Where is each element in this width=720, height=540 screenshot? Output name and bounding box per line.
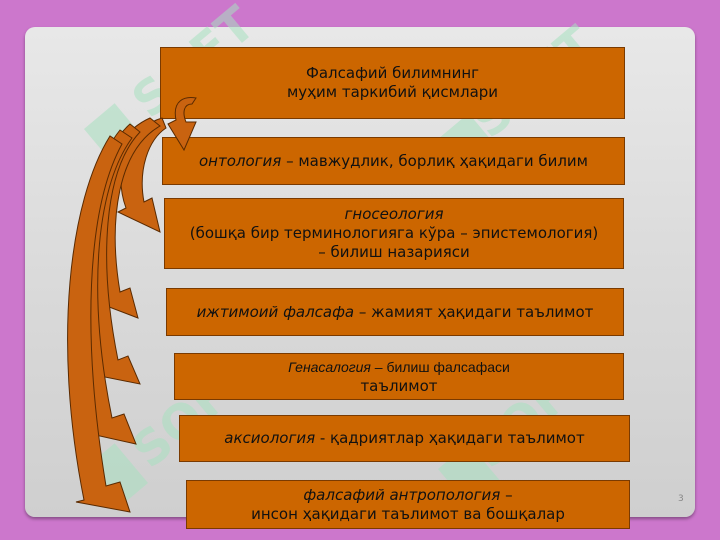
item-desc: – билиш фалсафаси	[370, 358, 510, 375]
item-social-philosophy: ижтимоий фалсафа – жамият ҳақидаги таъли…	[166, 288, 624, 336]
item-desc: (бошқа бир терминологияга кўра – эпистем…	[189, 224, 599, 242]
title-line-1: Фалсафий билимнинг	[305, 64, 480, 82]
item-axiology: аксиология - қадриятлар ҳақидаги таълимо…	[179, 415, 630, 462]
arrow-to-ontology	[167, 97, 197, 152]
page-number: 3	[678, 494, 684, 504]
item-term: гносеология	[344, 205, 444, 223]
item-desc: – билиш назарияси	[318, 243, 470, 261]
item-anthropology: фалсафий антропология – инсон ҳақидаги т…	[186, 480, 630, 529]
item-term: аксиология	[224, 429, 316, 447]
item-term: онтология	[198, 151, 282, 170]
item-desc: - қадриятлар ҳақидаги таълимот	[315, 429, 585, 447]
item-desc: таълимот	[360, 376, 438, 395]
item-desc: инсон ҳақидаги таълимот ва бошқалар	[251, 504, 565, 523]
item-desc: – жамият ҳақидаги таълимот	[354, 302, 594, 321]
item-term: ижтимоий фалсафа	[196, 302, 355, 321]
title-box: Фалсафий билимнинг муҳим таркибий қисмла…	[160, 47, 625, 119]
item-genasalogy: Генасалогия – билиш фалсафаси таълимот	[174, 353, 624, 400]
item-desc: –	[500, 485, 513, 504]
item-gnoseology: гносеология (бошқа бир терминологияга кў…	[164, 198, 624, 269]
item-desc: – мавжудлик, борлиқ ҳақидаги билим	[281, 151, 588, 170]
item-term: фалсафий антропология	[303, 485, 501, 504]
item-term: Генасалогия	[288, 358, 371, 375]
item-ontology: онтология – мавжудлик, борлиқ ҳақидаги б…	[162, 137, 625, 185]
arrow-to-anthropology	[67, 135, 131, 513]
title-line-2: муҳим таркибий қисмлари	[286, 83, 499, 101]
